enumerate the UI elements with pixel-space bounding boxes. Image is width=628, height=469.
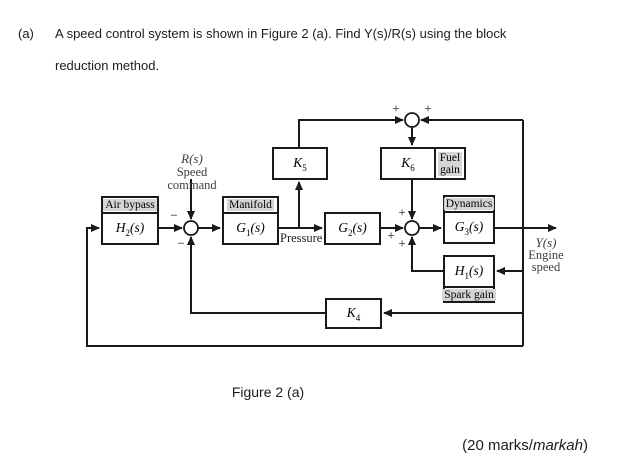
question-text-line1: A speed control system is shown in Figur… (55, 26, 507, 41)
block-g3: G3(s) (443, 211, 495, 244)
label-tab-air-bypass: Air bypass (101, 196, 159, 212)
block-k4: K4 (325, 298, 382, 329)
pressure-label: Pressure (280, 231, 323, 245)
label-tab-dynamics: Dynamics (443, 195, 495, 211)
manifold-label: Manifold (227, 199, 274, 211)
label-tab-spark-gain: Spark gain (442, 288, 496, 303)
sign-sum2-bottom: + (398, 235, 406, 251)
summing-junction-engine (404, 220, 420, 236)
fuel-gain-label-line2: gain (438, 163, 462, 176)
wire-h1-to-sum2 (408, 236, 443, 272)
sign-sum3-left: + (392, 100, 400, 116)
input-signal-description: Speed command (167, 165, 217, 193)
sign-sum2-left: + (387, 227, 395, 243)
sign-sum1-bottom: − (177, 235, 185, 251)
question-part-label: (a) (18, 26, 34, 41)
wire-k5-to-sum3 (298, 116, 404, 147)
sign-sum3-right: + (424, 100, 432, 116)
block-h1: H1(s) (443, 255, 495, 288)
block-h2: H2(s) (101, 212, 159, 245)
figure-caption: Figure 2 (a) (231, 384, 305, 400)
wire-k4-to-sum1 (187, 236, 325, 314)
summing-junction-fuel (404, 112, 420, 128)
block-g1: G1(s) (222, 212, 279, 245)
air-bypass-label: Air bypass (103, 199, 157, 211)
label-tab-manifold: Manifold (222, 196, 279, 212)
block-k6: K6 (380, 147, 436, 180)
block-k5: K5 (272, 147, 328, 180)
summing-junction-main (183, 220, 199, 236)
output-description-line1: Engine (528, 248, 564, 262)
fuel-gain-label-line1: Fuel (437, 151, 463, 164)
output-description-line2: speed (531, 260, 561, 274)
input-signal-label: R(s) (181, 151, 203, 166)
block-g2: G2(s) (324, 212, 381, 245)
label-tab-fuel-gain: Fuel gain (436, 147, 466, 180)
marks-text: (20 marks/markah) (462, 437, 588, 454)
dynamics-label: Dynamics (443, 198, 495, 210)
spark-gain-label: Spark gain (442, 288, 496, 301)
sign-sum2-top: + (398, 204, 406, 220)
question-text-line2: reduction method. (55, 58, 160, 73)
wire-outer-loop-to-h2 (86, 224, 523, 347)
sign-sum1-left: − (170, 207, 178, 223)
output-signal-label: Y(s) (535, 235, 557, 250)
